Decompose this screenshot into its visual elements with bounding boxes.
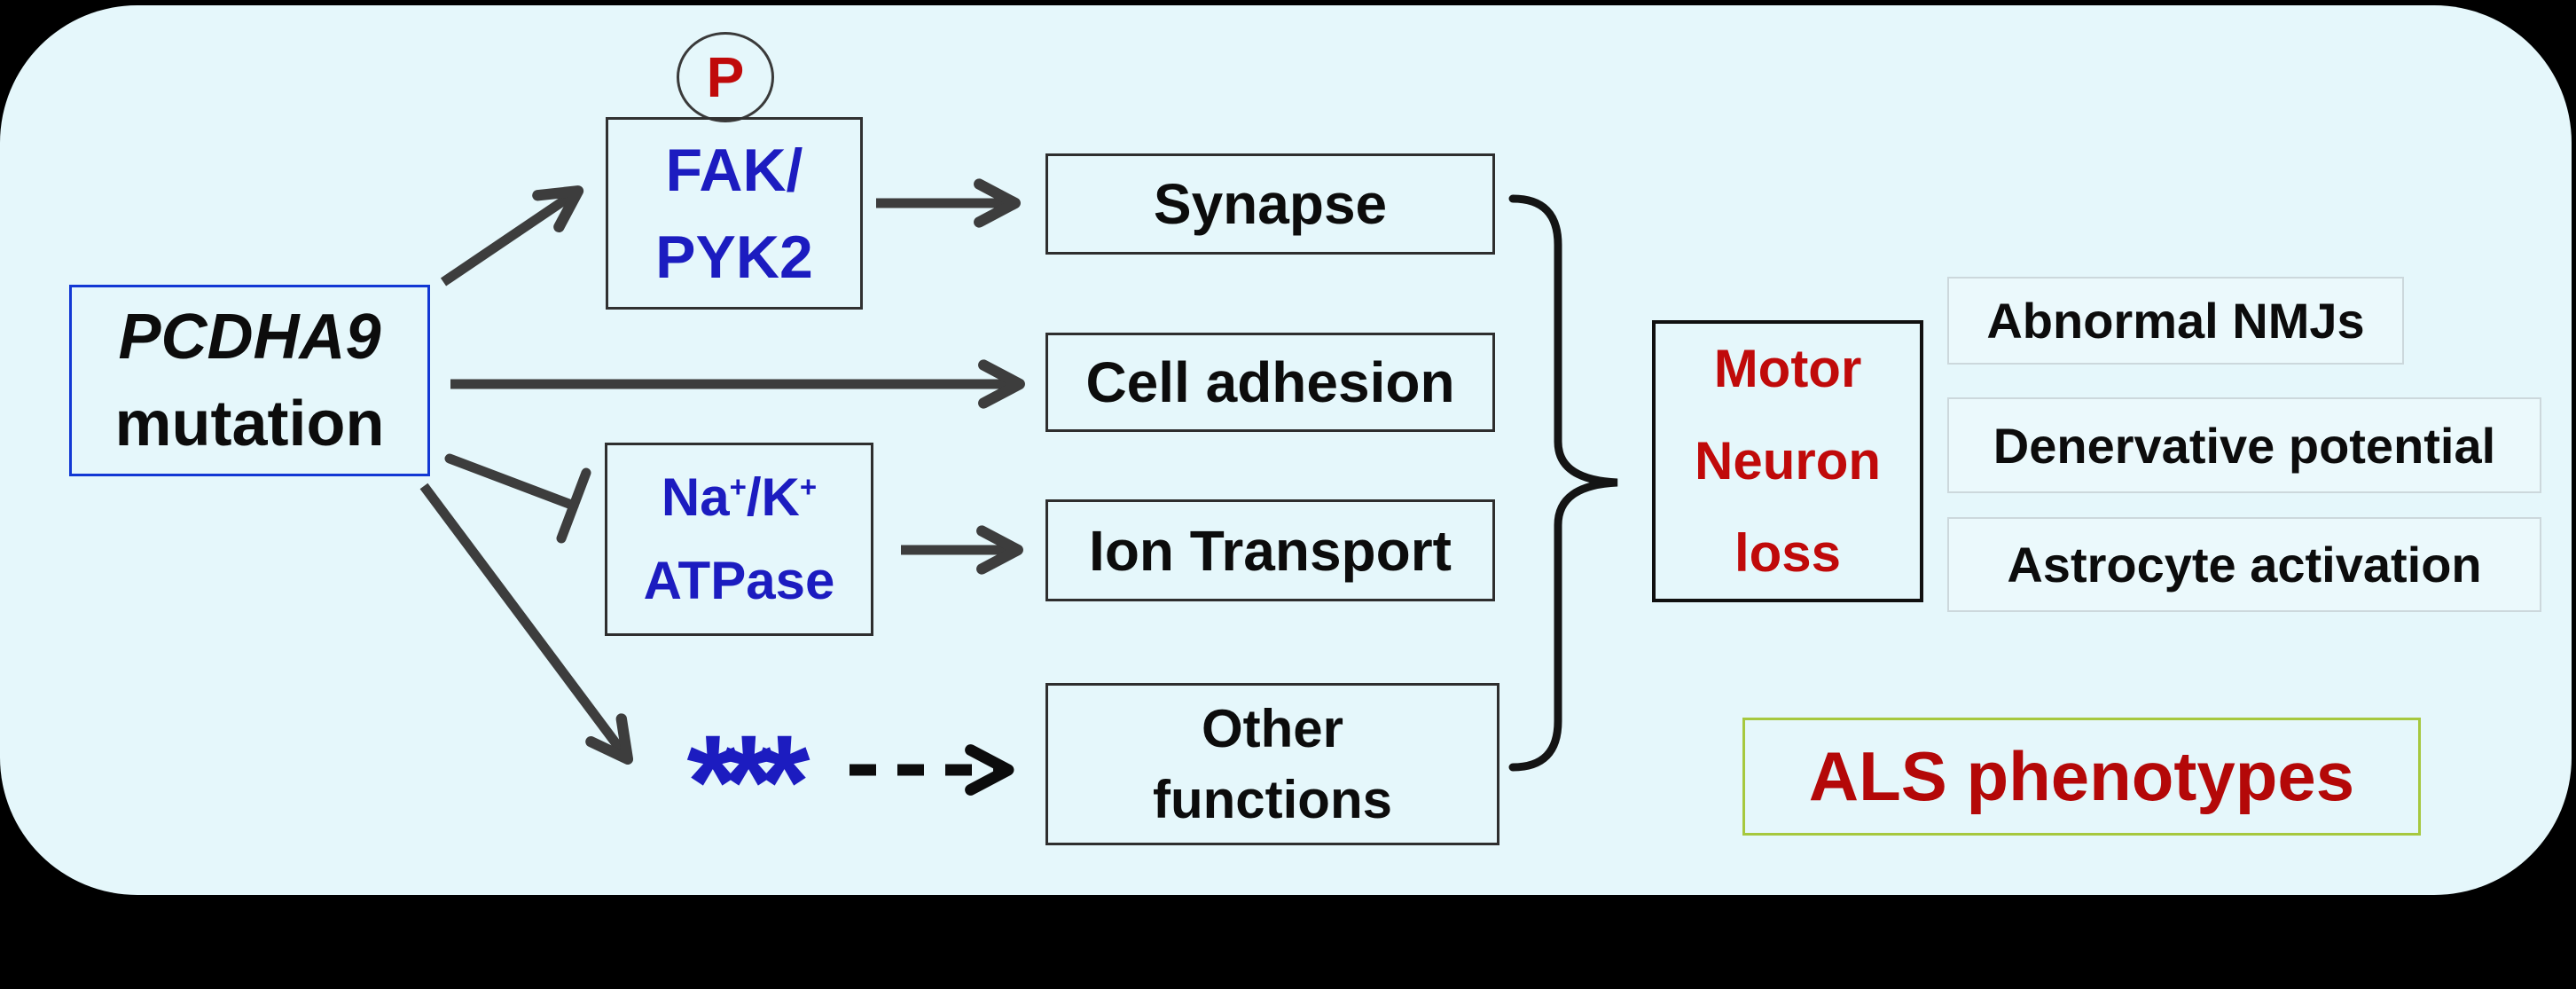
asterisks-label: *** (686, 707, 810, 856)
synapse-label: Synapse (1153, 172, 1388, 236)
motor-label: Motor (1713, 339, 1862, 398)
inhibitor-pcdha9-to-atpase (444, 453, 591, 544)
node-ion-transport: Ion Transport (1045, 499, 1495, 601)
na-segment: Na (661, 467, 730, 527)
pyk2-label: PYK2 (655, 223, 813, 291)
ion-transport-label: Ion Transport (1089, 518, 1452, 583)
functions-label: functions (1153, 769, 1392, 829)
neuron-label: Neuron (1695, 431, 1881, 491)
als-phenotypes-label: ALS phenotypes (1808, 737, 2355, 815)
node-pcdha9-mutation: PCDHA9 mutation (69, 285, 430, 476)
phenotype-astrocyte-activation: Astrocyte activation (1947, 517, 2541, 612)
other-label: Other (1201, 698, 1344, 758)
na-plus-superscript: + (729, 470, 747, 503)
pcdha9-mutation-label: mutation (114, 389, 385, 459)
phospho-p-label: P (706, 45, 745, 109)
node-cell-adhesion: Cell adhesion (1045, 333, 1495, 432)
node-synapse: Synapse (1045, 153, 1495, 255)
node-other-functions: Other functions (1045, 683, 1499, 845)
node-na-k-atpase: Na+/K+ ATPase (605, 443, 873, 636)
loss-label: loss (1734, 523, 1842, 583)
atpase-label: ATPase (643, 551, 835, 610)
k-segment: /K (746, 467, 800, 527)
grouping-brace (1508, 194, 1618, 772)
phenotype-denervative-potential: Denervative potential (1947, 397, 2541, 493)
k-plus-superscript: + (799, 470, 818, 503)
node-fak-pyk2: FAK/ PYK2 (606, 117, 863, 310)
cell-adhesion-label: Cell adhesion (1085, 350, 1455, 414)
phenotype-abnormal-nmjs: Abnormal NMJs (1947, 277, 2404, 365)
unknown-mediators-asterisks: *** (646, 715, 835, 848)
node-motor-neuron-loss: Motor Neuron loss (1652, 320, 1923, 602)
fak-label: FAK/ (665, 136, 803, 204)
arrow-pcdha9-to-unknown-mediators (419, 483, 634, 765)
na-k-label: Na+/K+ (662, 456, 817, 539)
arrow-pcdha9-to-fak (440, 185, 584, 286)
als-phenotypes-banner: ALS phenotypes (1742, 718, 2421, 836)
phosphorylation-badge: P (677, 32, 774, 122)
pcdha9-gene-label: PCDHA9 (118, 302, 381, 373)
denervative-potential-label: Denervative potential (1993, 417, 2496, 474)
astrocyte-activation-label: Astrocyte activation (2007, 537, 2482, 593)
abnormal-nmjs-label: Abnormal NMJs (1986, 293, 2365, 349)
